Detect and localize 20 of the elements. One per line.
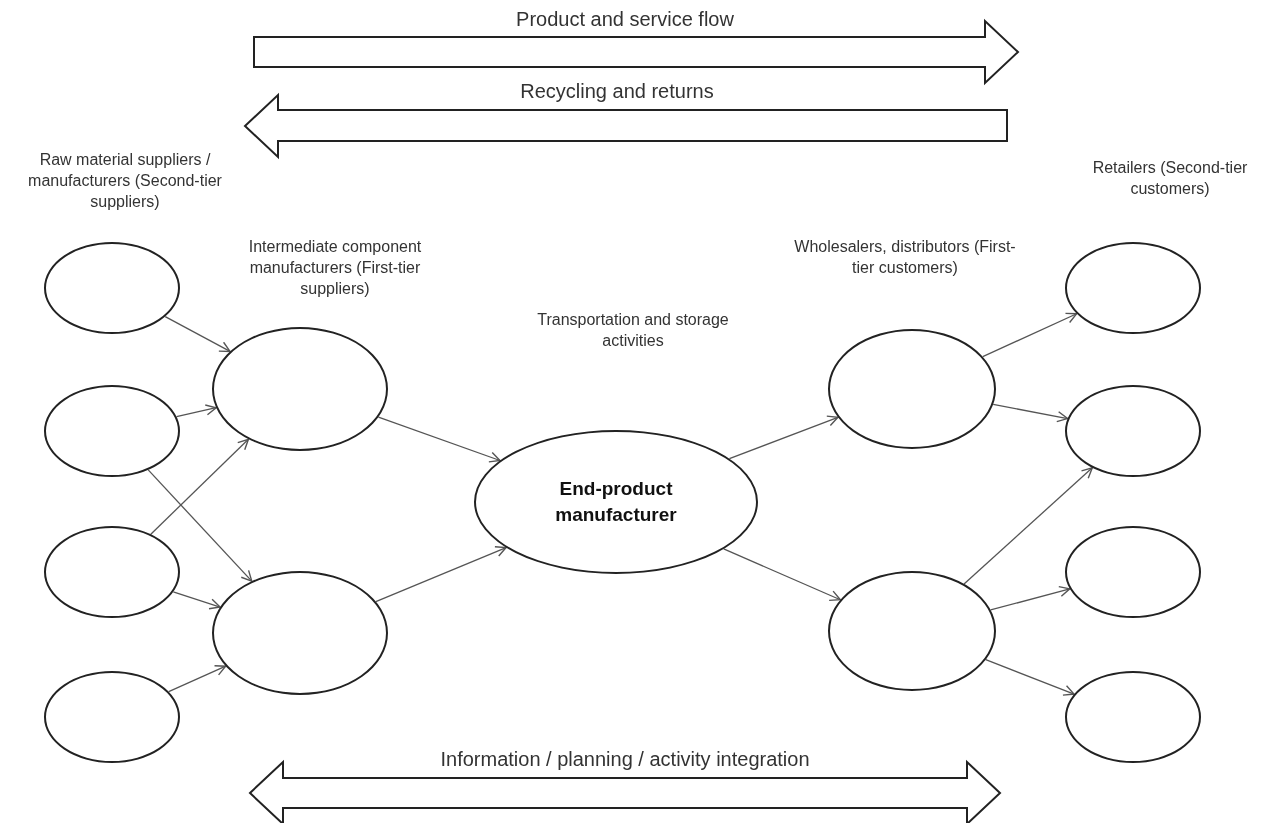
- flow-label: Recycling and returns: [519, 79, 715, 104]
- arrow: [377, 416, 501, 463]
- arrow: [963, 467, 1093, 585]
- column-heading: Intermediate component manufacturers (First-tier suppliers): [247, 237, 423, 299]
- flow-label: Information / planning / activity integration: [439, 747, 811, 772]
- arrow: [147, 469, 253, 582]
- arrow: [728, 415, 839, 460]
- flow-label: Product and service flow: [515, 7, 735, 32]
- node-label: End-product manufacturer: [554, 477, 678, 527]
- arrow: [150, 438, 250, 535]
- column-heading: Transportation and storage activities: [536, 310, 730, 351]
- arrow: [723, 548, 841, 602]
- arrow: [164, 315, 231, 353]
- column-heading: Raw material suppliers / manufacturers (Second-tier suppliers): [27, 150, 223, 212]
- column-heading: Retailers (Second-tier customers): [1091, 158, 1249, 199]
- arrow: [992, 403, 1069, 423]
- column-heading: Wholesalers, distributors (First-tier customers): [793, 237, 1017, 278]
- arrow: [990, 585, 1071, 611]
- arrow: [985, 659, 1075, 696]
- arrow: [375, 546, 507, 603]
